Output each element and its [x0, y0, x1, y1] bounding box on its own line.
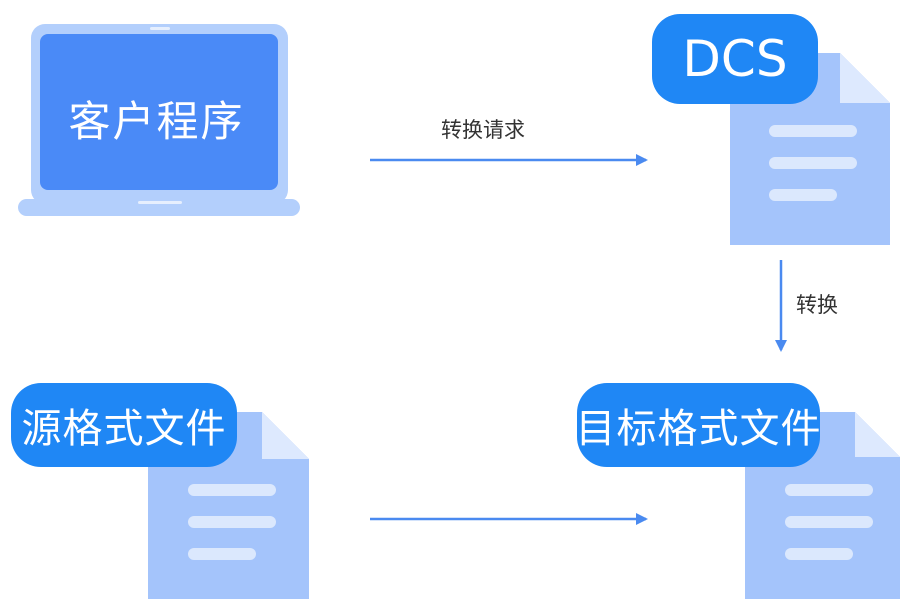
dcs-doc-line-3 — [769, 189, 837, 201]
laptop-base — [18, 199, 300, 216]
client-program-label: 客户程序 — [68, 97, 245, 146]
laptop-hinge — [138, 201, 182, 204]
dcs-doc-line-2 — [769, 157, 857, 169]
dcs-doc-line-1 — [769, 125, 857, 137]
target-format-file-badge: 目标格式文件 — [576, 383, 821, 467]
laptop-screen — [40, 34, 278, 190]
dcs-doc-fold — [840, 53, 890, 103]
target-doc-fold — [855, 412, 900, 457]
source-doc-line-3 — [188, 548, 256, 560]
source-doc-fold — [262, 412, 309, 459]
convert-label: 转换 — [796, 293, 838, 317]
source-format-file-badge: 源格式文件 — [11, 383, 237, 467]
source-doc-line-2 — [188, 516, 276, 528]
target-doc-line-3 — [785, 548, 853, 560]
laptop-icon — [18, 24, 300, 216]
dcs-badge: DCS — [652, 14, 818, 104]
source-doc-line-1 — [188, 484, 276, 496]
target-doc-line-1 — [785, 484, 873, 496]
convert-request-label: 转换请求 — [441, 118, 525, 142]
laptop-camera — [150, 27, 170, 30]
target-doc-line-2 — [785, 516, 873, 528]
